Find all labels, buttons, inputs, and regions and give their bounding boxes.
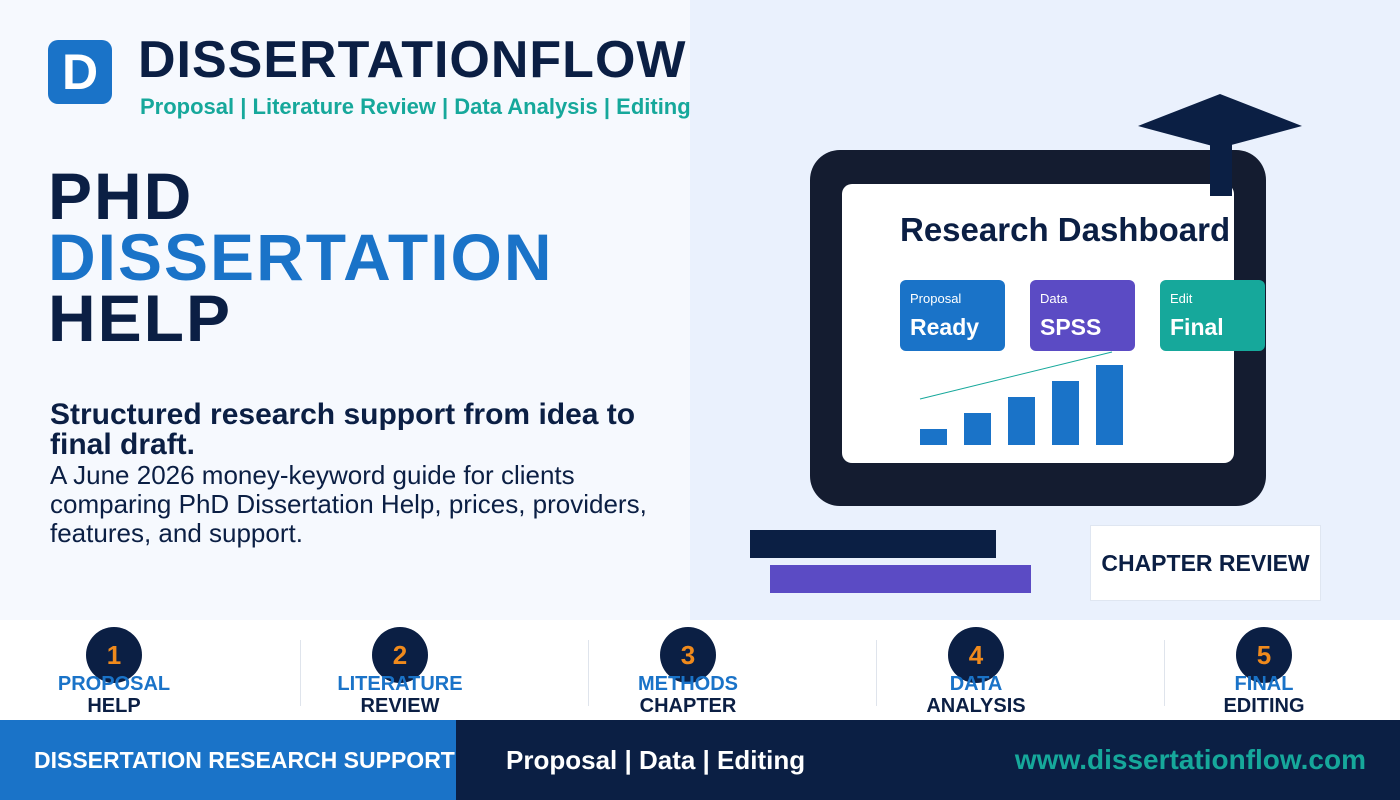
hero-background-left [0,0,690,620]
step-literature[interactable]: 2 LITERATURE REVIEW [256,620,544,720]
step-subtitle: REVIEW [360,695,440,717]
brand-name[interactable]: DISSERTATIONFLOW [138,31,687,89]
footer-services: Proposal | Data | Editing [506,744,806,775]
headline-line-2: DISSERTATION [48,220,554,294]
card-label: Edit [1170,291,1193,306]
subheadline: Structured research support from idea to… [50,398,636,461]
step-subtitle: HELP [87,695,141,717]
graduation-cap-icon [1138,94,1302,196]
card-value: Ready [910,314,980,340]
step-number: 1 [86,627,142,683]
step-divider [1164,640,1165,706]
step-title: DATA [949,673,1003,695]
step-data[interactable]: 4 DATA ANALYSIS [832,620,1120,720]
step-title: PROPOSAL [57,673,171,695]
step-editing[interactable]: 5 FINAL EDITING [1120,620,1400,720]
dashboard-title: Research Dashboard [900,211,1231,248]
page-headline: PHD DISSERTATION HELP [48,159,554,355]
footer-support-label: DISSERTATION RESEARCH SUPPORT [0,720,456,800]
dashboard-bar-chart [919,351,1123,445]
footer-bar [456,720,1400,800]
step-title: LITERATURE [337,673,463,695]
dashboard-card-data: Data SPSS [1030,280,1135,351]
steps-row: 1 PROPOSAL HELP 2 LITERATURE REVIEW 3 ME… [0,620,1400,720]
description: A June 2026 money-keyword guide for clie… [50,460,647,548]
step-subtitle: ANALYSIS [926,695,1026,717]
logo-badge[interactable]: D [48,40,112,104]
step-subtitle: CHAPTER [639,695,737,717]
chart-bar [1096,365,1123,445]
headline-line-3: HELP [48,281,233,355]
desk-bar-purple [770,565,1031,593]
step-subtitle: EDITING [1223,695,1305,717]
chapter-review-label: CHAPTER REVIEW [1090,525,1321,601]
step-number: 2 [372,627,428,683]
step-number: 4 [948,627,1004,683]
headline-line-1: PHD [48,159,194,233]
chart-bar [964,413,991,445]
chart-bar [1008,397,1035,445]
brand-tagline: Proposal | Literature Review | Data Anal… [140,94,691,119]
step-number: 3 [660,627,716,683]
card-label: Data [1040,291,1068,306]
desk-bar-navy [750,530,996,558]
card-value: Final [1170,314,1224,340]
step-number: 5 [1236,627,1292,683]
card-value: SPSS [1040,314,1102,340]
chart-bar [920,429,947,445]
step-divider [876,640,877,706]
website-link[interactable]: www.dissertationflow.com [1014,744,1366,775]
step-divider [300,640,301,706]
card-label: Proposal [910,291,962,306]
chart-bar [1052,381,1079,445]
dashboard-card-edit: Edit Final [1160,280,1265,351]
step-title: METHODS [638,673,738,695]
step-methods[interactable]: 3 METHODS CHAPTER [544,620,832,720]
trend-line [919,351,1113,400]
dashboard-card-proposal: Proposal Ready [900,280,1005,351]
step-title: FINAL [1234,673,1294,695]
step-proposal[interactable]: 1 PROPOSAL HELP [0,620,258,720]
step-divider [588,640,589,706]
